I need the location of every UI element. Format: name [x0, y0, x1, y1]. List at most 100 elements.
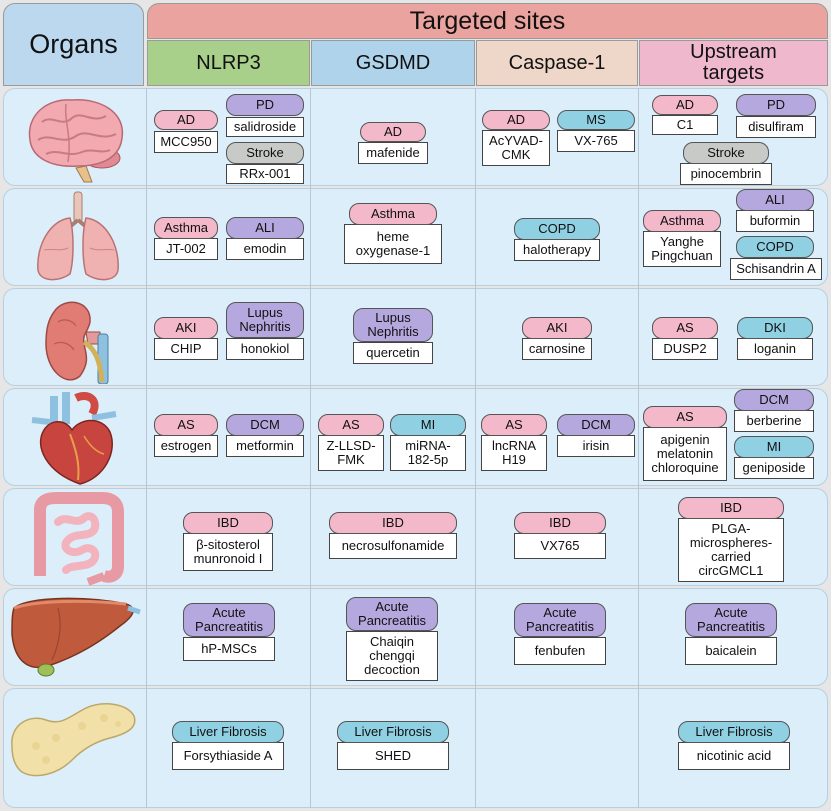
drug-c1: C1 [652, 115, 718, 135]
disease-tag-ibd: IBD [183, 512, 273, 534]
drug-jt-002: JT-002 [154, 238, 218, 260]
disease-tag-ibd: IBD [678, 497, 784, 519]
column-header-caspase-1: Caspase-1 [476, 40, 638, 86]
disease-tag-aki: AKI [522, 317, 592, 339]
disease-tag-mi: MI [390, 414, 466, 436]
drug-berberine: berberine [734, 410, 814, 432]
drug-acyvad-cmk: AcYVAD-CMK [482, 130, 550, 166]
disease-tag-ad: AD [482, 110, 550, 130]
disease-tag-pd: PD [736, 94, 816, 116]
lungs-icon [37, 191, 119, 281]
disease-tag-liver-fibrosis: Liver Fibrosis [172, 721, 284, 743]
drug-buformin: buformin [736, 210, 814, 232]
drug-vx-765: VX-765 [557, 130, 635, 152]
disease-tag-mi: MI [734, 436, 814, 458]
disease-tag-lupus-nephritis: Lupus Nephritis [226, 302, 304, 338]
column-divider [638, 88, 639, 808]
drug-irisin: irisin [557, 435, 635, 457]
drug-pinocembrin: pinocembrin [680, 163, 772, 185]
disease-tag-ms: MS [557, 110, 635, 130]
disease-tag-as: AS [154, 414, 218, 436]
disease-tag-copd: COPD [514, 218, 600, 240]
disease-tag-copd: COPD [736, 236, 814, 258]
drug-chaiqin-chengqi-decoction: Chaiqin chengqi decoction [346, 631, 438, 681]
disease-tag-stroke: Stroke [226, 142, 304, 164]
drug-carnosine: carnosine [522, 338, 592, 360]
drug-apigenin-melatonin-chloroquine: apigenin melatonin chloroquine [643, 427, 727, 481]
disease-tag-ibd: IBD [329, 512, 457, 534]
column-header-nlrp3: NLRP3 [147, 40, 310, 86]
drug-quercetin: quercetin [353, 342, 433, 364]
disease-tag-asthma: Asthma [349, 203, 437, 225]
organs-header: Organs [3, 3, 144, 86]
heart-icon [31, 392, 117, 485]
column-divider [475, 88, 476, 808]
disease-tag-ali: ALI [226, 217, 304, 239]
disease-tag-dcm: DCM [734, 389, 814, 411]
drug-emodin: emodin [226, 238, 304, 260]
brain-icon [28, 99, 124, 183]
drug-geniposide: geniposide [734, 457, 814, 479]
disease-tag-asthma: Asthma [643, 210, 721, 232]
drug-nicotinic-acid: nicotinic acid [678, 742, 790, 770]
drug-baicalein: baicalein [685, 637, 777, 665]
drug-beta-sitosterol-munronoid-i: β-sitosterol munronoid I [183, 533, 273, 571]
drug-lncrna-h19: lncRNA H19 [481, 435, 547, 471]
disease-tag-liver-fibrosis: Liver Fibrosis [337, 721, 449, 743]
disease-tag-acute-pancreatitis: Acute Pancreatitis [514, 603, 606, 637]
drug-salidroside: salidroside [226, 117, 304, 137]
disease-tag-asthma: Asthma [154, 217, 218, 239]
disease-tag-as: AS [318, 414, 384, 436]
disease-tag-ad: AD [652, 95, 718, 115]
disease-tag-ibd: IBD [514, 512, 606, 534]
disease-tag-ali: ALI [736, 189, 814, 211]
disease-tag-as: AS [643, 406, 727, 428]
pancreas-icon [11, 703, 136, 777]
drug-honokiol: honokiol [226, 338, 304, 360]
disease-tag-ad: AD [154, 110, 218, 130]
disease-tag-acute-pancreatitis: Acute Pancreatitis [685, 603, 777, 637]
disease-tag-aki: AKI [154, 317, 218, 339]
disease-tag-liver-fibrosis: Liver Fibrosis [678, 721, 790, 743]
drug-mcc950: MCC950 [154, 131, 218, 153]
drug-estrogen: estrogen [154, 435, 218, 457]
disease-tag-acute-pancreatitis: Acute Pancreatitis [183, 603, 275, 637]
disease-tag-dcm: DCM [226, 414, 304, 436]
drug-vx765: VX765 [514, 533, 606, 559]
drug-yanghe-pingchuan: Yanghe Pingchuan [643, 231, 721, 267]
drug-dusp2: DUSP2 [652, 338, 718, 360]
drug-plga-microspheres-carried-circgmcl1: PLGA-microspheres-carried circGMCL1 [678, 518, 784, 582]
drug-shed: SHED [337, 742, 449, 770]
disease-tag-dcm: DCM [557, 414, 635, 436]
disease-tag-lupus-nephritis: Lupus Nephritis [353, 308, 433, 342]
column-divider [310, 88, 311, 808]
drug-mirna-182-5p: miRNA-182-5p [390, 435, 466, 471]
drug-z-llsd-fmk: Z-LLSD-FMK [318, 435, 384, 471]
intestine-icon [34, 492, 124, 586]
disease-tag-aki: AS [652, 317, 718, 339]
column-header-upstream-targets: Upstream targets [639, 40, 828, 86]
disease-tag-acute-pancreatitis: Acute Pancreatitis [346, 597, 438, 631]
drug-disulfiram: disulfiram [736, 116, 816, 138]
column-header-gsdmd: GSDMD [311, 40, 475, 86]
drug-rrx-001: RRx-001 [226, 164, 304, 184]
drug-schisandrin-a: Schisandrin A [730, 258, 822, 280]
targeted-sites-header: Targeted sites [147, 3, 828, 39]
drug-metformin: metformin [226, 435, 304, 457]
drug-loganin: loganin [737, 338, 813, 360]
drug-mafenide: mafenide [358, 142, 428, 164]
disease-tag-ad: AD [360, 122, 426, 142]
disease-tag-stroke: Stroke [683, 142, 769, 164]
disease-tag-pd: PD [226, 94, 304, 116]
drug-chip: CHIP [154, 338, 218, 360]
drug-forsythiaside-a: Forsythiaside A [172, 742, 284, 770]
drug-halotherapy: halotherapy [514, 239, 600, 261]
kidney-icon [45, 301, 109, 384]
disease-tag-as: AS [481, 414, 547, 436]
disease-tag-dki: DKI [737, 317, 813, 339]
column-divider [146, 88, 147, 808]
drug-heme-oxygenase-1: heme oxygenase-1 [344, 224, 442, 264]
drug-hp-mscs: hP-MSCs [183, 637, 275, 661]
drug-necrosulfonamide: necrosulfonamide [329, 533, 457, 559]
